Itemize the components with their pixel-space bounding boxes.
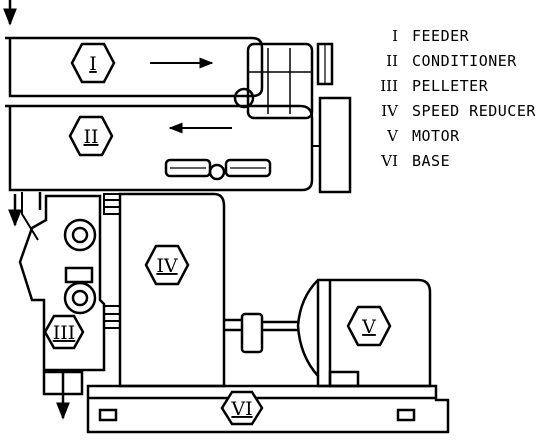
- motor-tag-label: V: [361, 316, 376, 338]
- pelleter-unit: [18, 194, 106, 396]
- feeder-drive: [233, 42, 334, 120]
- reducer-tag: [144, 244, 190, 286]
- base-tag-label: VI: [230, 398, 252, 420]
- feeder-unit: [5, 36, 264, 98]
- legend-numeral: VI: [380, 152, 398, 170]
- pelleter-tag-label: III: [53, 322, 76, 344]
- conditioner-tag-label: II: [83, 126, 98, 148]
- feeder-tag-label: I: [89, 53, 97, 75]
- legend-numeral: V: [386, 127, 399, 145]
- motor-unit: [296, 278, 432, 388]
- legend-numeral: II: [386, 52, 398, 70]
- conditioner-motor: [318, 96, 352, 194]
- legend-numeral: III: [380, 77, 398, 95]
- legend-label: FEEDER: [412, 27, 470, 45]
- conditioner-unit: [5, 104, 314, 192]
- legend-numeral: IV: [381, 102, 399, 120]
- motor-tag: [346, 305, 392, 347]
- base-tag: [220, 390, 264, 426]
- legend-label: MOTOR: [412, 127, 460, 145]
- gear-coupling: [103, 193, 121, 329]
- legend-label: CONDITIONER: [412, 52, 517, 70]
- legend-numeral: I: [392, 27, 398, 45]
- legend: I FEEDER II CONDITIONER III PELLETER IV …: [380, 27, 536, 170]
- pelleter-tag: [43, 314, 85, 350]
- legend-label: PELLETER: [412, 77, 489, 95]
- base-unit: [86, 384, 450, 434]
- feeder-tag: [70, 42, 116, 84]
- legend-label: BASE: [412, 152, 450, 170]
- legend-label: SPEED REDUCER: [412, 102, 536, 120]
- conditioner-tag: [68, 115, 114, 157]
- speed-reducer-unit: [118, 192, 226, 388]
- reducer-tag-label: IV: [156, 255, 178, 277]
- drive-shaft: [224, 312, 298, 354]
